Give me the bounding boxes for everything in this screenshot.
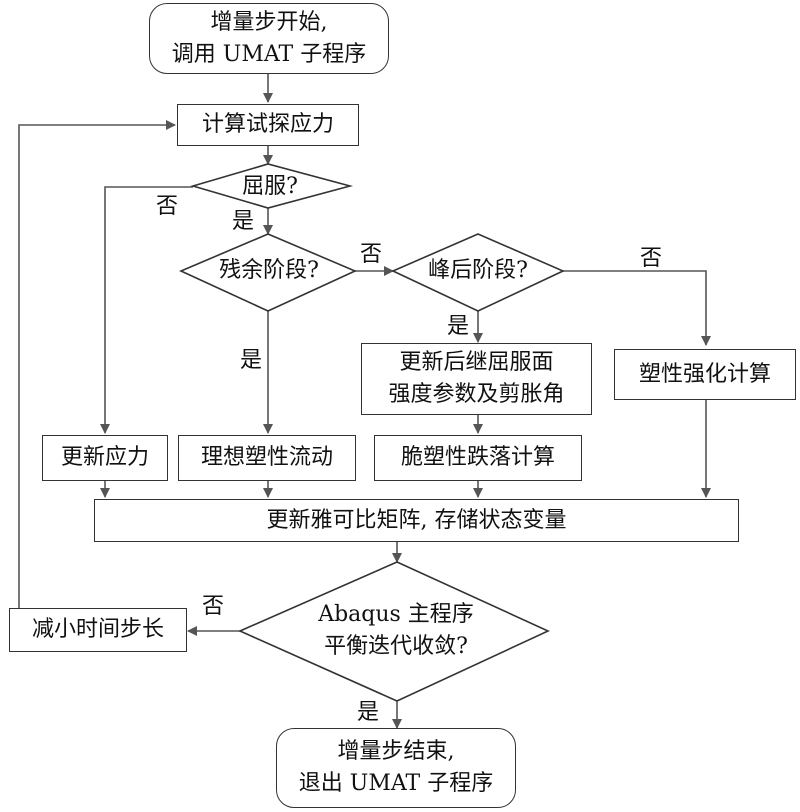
label-yield-no: 否 <box>156 194 179 219</box>
start-node: 增量步开始, 调用 UMAT 子程序 <box>149 3 389 74</box>
residual-check-label: 残余阶段? <box>219 258 319 284</box>
update-surface-box: 更新后继屈服面 强度参数及剪胀角 <box>361 343 592 415</box>
edge-postpeak-no <box>563 270 711 346</box>
end-line2: 退出 UMAT 子程序 <box>298 771 494 796</box>
update-jacobian-text: 更新雅可比矩阵, 存储状态变量 <box>266 507 567 533</box>
label-converge-yes: 是 <box>357 700 380 725</box>
trial-stress-box: 计算试探应力 <box>177 104 359 146</box>
brittle-plastic-drop-text: 脆塑性跌落计算 <box>400 445 555 471</box>
postpeak-check-label: 峰后阶段? <box>428 258 528 284</box>
converge-line2: 平衡迭代收敛? <box>324 634 468 659</box>
yield-diamond <box>190 163 354 209</box>
end-line1: 增量步结束, <box>337 739 455 765</box>
yield-check-text: 屈服? <box>200 168 340 206</box>
end-node: 增量步结束, 退出 UMAT 子程序 <box>276 728 516 808</box>
label-postpeak-yes: 是 <box>447 314 470 339</box>
edge-yield-no <box>100 186 193 434</box>
converge-line1: Abaqus 主程序 <box>318 602 474 628</box>
plastic-hardening-box: 塑性强化计算 <box>614 349 796 400</box>
converge-diamond <box>238 561 550 702</box>
ideal-plastic-flow-text: 理想塑性流动 <box>200 445 333 471</box>
update-stress-text: 更新应力 <box>60 445 149 471</box>
start-line2: 调用 UMAT 子程序 <box>171 41 367 67</box>
residual-diamond <box>179 233 357 312</box>
update-stress-box: 更新应力 <box>42 435 168 481</box>
postpeak-check-text: 峰后阶段? <box>400 252 556 290</box>
label-residual-yes: 是 <box>240 348 263 373</box>
brittle-plastic-drop-box: 脆塑性跌落计算 <box>374 435 582 481</box>
start-line1: 增量步开始, <box>210 9 328 35</box>
label-postpeak-no: 否 <box>640 246 663 271</box>
edge-loop-back <box>18 120 176 608</box>
update-jacobian-box: 更新雅可比矩阵, 存储状态变量 <box>94 499 739 542</box>
reduce-timestep-box: 减小时间步长 <box>9 608 187 652</box>
residual-check-text: 残余阶段? <box>190 252 348 290</box>
postpeak-diamond <box>391 233 565 312</box>
plastic-hardening-text: 塑性强化计算 <box>638 361 771 387</box>
trial-stress-text: 计算试探应力 <box>201 112 334 138</box>
label-yield-yes: 是 <box>232 209 255 234</box>
label-residual-no: 否 <box>360 242 383 267</box>
converge-check-text: Abaqus 主程序 平衡迭代收敛? <box>270 596 522 666</box>
ideal-plastic-flow-box: 理想塑性流动 <box>178 435 356 481</box>
update-surface-line1: 更新后继屈服面 <box>399 350 554 376</box>
reduce-timestep-text: 减小时间步长 <box>31 617 164 643</box>
update-surface-line2: 强度参数及剪胀角 <box>388 382 565 407</box>
yield-check-label: 屈服? <box>242 174 298 200</box>
label-converge-no: 否 <box>202 594 225 619</box>
